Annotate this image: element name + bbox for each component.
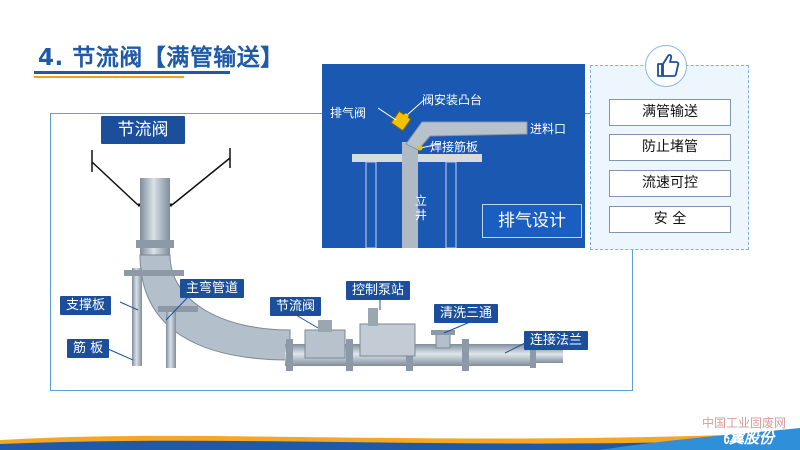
inset-label-weld-rib: 焊接筋板 <box>430 140 479 154</box>
label-rib-plate: 筋 板 <box>67 339 110 358</box>
thumbs-up-icon <box>645 45 687 87</box>
feature-item: 流速可控 <box>609 170 731 197</box>
label-connect-flange: 连接法兰 <box>524 331 589 350</box>
cleaning-tee-flange <box>431 330 455 335</box>
label-pump-station: 控制泵站 <box>346 281 411 300</box>
cleaning-tee <box>435 333 451 349</box>
inset-label-valve-boss: 阀安装凸台 <box>422 93 483 107</box>
label-cleaning-tee: 清洗三通 <box>434 304 499 323</box>
title-accent-line <box>34 76 184 78</box>
feature-item: 满管输送 <box>609 99 731 126</box>
inset-shaft-walls <box>365 161 457 248</box>
label-throttle-valve: 节流阀 <box>270 297 322 316</box>
footer-watermark: 中国工业固废网 <box>701 416 786 430</box>
inset-inlet-pipe <box>405 121 528 151</box>
label-support-plate: 支撑板 <box>60 296 112 315</box>
inset-label-shaft: 立 井 <box>415 194 428 222</box>
title-sub: 【满管输送】 <box>142 45 284 71</box>
vertical-flange <box>136 240 174 248</box>
main-diagram-title: 节流阀 <box>101 116 185 144</box>
features-panel: 满管输送 防止堵管 流速可控 安 全 <box>590 65 749 250</box>
inset-leader-lines <box>377 99 441 149</box>
inset-leader-dots <box>403 113 423 151</box>
inset-label-vent-valve: 排气阀 <box>330 106 367 120</box>
pump-station-cylinder <box>368 308 378 326</box>
support-plate <box>124 270 184 276</box>
feature-item: 防止堵管 <box>609 134 731 161</box>
inset-badge: 排气设计 <box>482 204 582 238</box>
support-leg-right <box>166 306 176 368</box>
title-main: 4. 节流阀 <box>38 45 143 71</box>
title-underline <box>34 71 230 74</box>
support-plate-2 <box>158 306 198 312</box>
inset-riser <box>402 142 418 248</box>
footer-wave <box>0 428 800 450</box>
throttle-valve-top <box>318 320 332 332</box>
support-leg-left <box>132 268 142 366</box>
inset-label-inlet: 进料口 <box>530 122 567 136</box>
footer-brand: 飞翼股份 <box>713 429 774 447</box>
pipe-end <box>535 347 563 363</box>
label-main-bend: 主弯管道 <box>180 279 245 298</box>
pump-station-body <box>359 323 416 357</box>
feature-item: 安 全 <box>609 206 731 233</box>
page-title: 4. 节流阀【满管输送】 <box>38 38 284 72</box>
throttle-valve-body <box>304 329 346 359</box>
inset-svg <box>352 99 528 248</box>
leader-lines <box>107 296 526 361</box>
